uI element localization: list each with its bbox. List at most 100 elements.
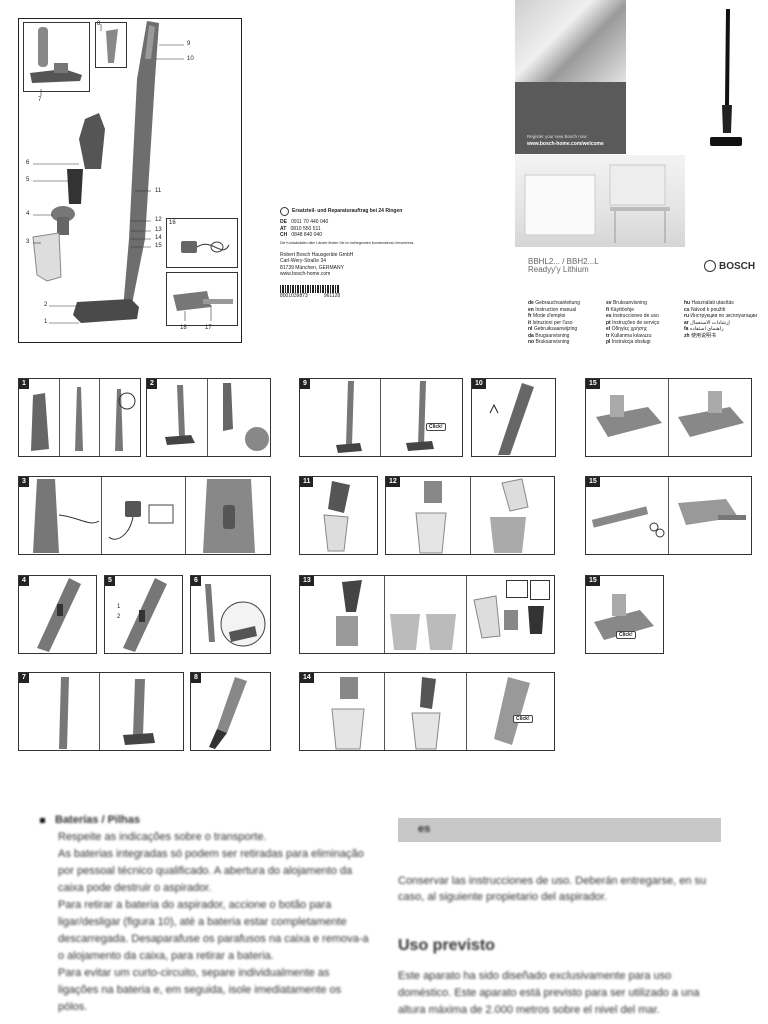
barcode-number: 8001039873 [280, 292, 308, 299]
language-bar-code: es [418, 823, 431, 835]
paragraph-1: Respeite as indicações sobre o transport… [58, 831, 267, 843]
step-panel-6: 6 [190, 575, 271, 654]
country-code: AT [280, 225, 287, 232]
click-badge: Click! [426, 423, 446, 431]
step-15c-figure [594, 594, 654, 640]
service-note: Die Kontaktdaten aller Länder finden Sie… [280, 240, 415, 245]
step-number: 15 [586, 477, 600, 487]
register-url[interactable]: www.bosch-home.com/welcome [527, 141, 604, 147]
bullet-title: Baterías / Pilhas [55, 814, 140, 826]
click-badge: Click! [616, 631, 636, 639]
step-panel-12: 12 [385, 476, 555, 555]
brand-name: BOSCH [719, 260, 756, 272]
paragraph-2: As baterias integradas só podem ser reti… [58, 848, 364, 894]
lang-fa: fa راهنمای استفاده [684, 326, 724, 332]
step-panel-15a: 15 [585, 378, 752, 457]
bullet-icon [40, 818, 45, 823]
step-10-figure [489, 383, 534, 455]
step-panel-13: 13 [299, 575, 555, 654]
section-heading: Uso previsto [398, 937, 495, 954]
lang-fr: fr Mode d'emploi [528, 313, 566, 319]
section-body: Este aparato ha sido diseñado exclusivam… [398, 970, 700, 1016]
step-1-figure [31, 387, 136, 451]
cover-kitchen-photo [515, 155, 685, 247]
step-number: 5 [105, 576, 115, 586]
callout-4: 4 [26, 211, 30, 217]
step-panel-8: 8 [190, 672, 271, 751]
callout-11: 11 [155, 188, 162, 194]
service-info-block: Ersatzteil- und Reparaturauftrag bei 24 … [280, 207, 470, 299]
step-8-figure [209, 677, 247, 749]
company-city: 81739 München, GERMANY [280, 264, 344, 271]
callout-17: 17 [205, 325, 212, 331]
lang-ar: ar إرشادات الاستعمال [684, 319, 730, 326]
service-line-ch: CH 0848 840 040 [280, 232, 470, 239]
lang-pl: pl Instrukcja obsługi [606, 339, 651, 345]
company-address: Robert Bosch Hausgeräte GmbH Carl-Wery-S… [280, 252, 470, 278]
step-14-figure [331, 677, 530, 750]
callout-18: 18 [180, 325, 187, 331]
service-line-de: DE 0911 70 440 040 [280, 219, 470, 226]
inset-box-8 [95, 22, 127, 68]
lang-it: it Istruzioni per l'uso [528, 319, 573, 326]
lang-fi: fi Käyttöohje [606, 306, 635, 313]
step-number: 15 [586, 576, 600, 586]
service-title: Ersatzteil- und Reparaturauftrag bei 24 … [292, 208, 403, 215]
click-badge: Click! [513, 715, 533, 723]
lang-zh: zh 使用说明书 [684, 332, 716, 339]
step-15b-figure [591, 499, 746, 538]
charger-figure [181, 241, 230, 253]
base-station-figure [30, 27, 82, 83]
callout-8: 8 [97, 21, 101, 27]
step-panel-3: 3 [18, 476, 271, 555]
step-number: 8 [191, 673, 201, 683]
step-number: 12 [386, 477, 400, 487]
country-code: CH [280, 232, 288, 238]
company-street: Carl-Wery-Straße 34 [280, 258, 327, 264]
callout-7: 7 [38, 97, 42, 103]
step-6-figure [205, 584, 266, 647]
language-col-2: sv Bruksanvisning fi Käyttöohje es Instr… [606, 300, 678, 346]
language-col-1: de Gebrauchsanleitung en Instruction man… [528, 300, 598, 346]
brush-roller-figure [173, 291, 233, 321]
country-code: DE [280, 219, 287, 225]
step-number: 4 [19, 576, 29, 586]
callout-13: 13 [155, 227, 162, 233]
callout-6: 6 [26, 160, 30, 166]
step-number: 7 [19, 673, 29, 683]
step-panel-7: 7 [18, 672, 184, 751]
step-5-label-1: 1 [117, 604, 121, 610]
step-number: 14 [300, 673, 314, 683]
lang-de: de Gebrauchsanleitung [528, 300, 580, 306]
vacuum-product-photo [710, 9, 742, 146]
service-line-at: AT 0810 550 511 [280, 226, 470, 233]
step-panel-4: 4 [18, 575, 97, 654]
callout-16: 16 [169, 220, 176, 226]
step-2-figure [165, 383, 269, 451]
step-12-figure [415, 478, 529, 554]
bosch-logo: BOSCH [704, 260, 755, 272]
step-panel-9: 9 Click! [299, 378, 463, 457]
step-4-figure [37, 578, 81, 652]
phone-number: 0911 70 440 040 [291, 219, 329, 225]
step-panel-15b: 15 [585, 476, 752, 555]
callout-3: 3 [26, 239, 30, 245]
callout-12: 12 [155, 217, 162, 223]
cover-register-panel: Register your new Bosch now: www.bosch-h… [515, 82, 626, 154]
step-9-figure [336, 381, 434, 453]
callout-10: 10 [187, 56, 194, 62]
step-number: 9 [300, 379, 310, 389]
lang-ru: ru Инструкция по эксплуатации [684, 313, 758, 319]
company-website: www.bosch-home.com [280, 271, 331, 277]
step-panel-15c: 15 Click! [585, 575, 664, 654]
lang-cs: cs Návod k použití [684, 306, 726, 313]
care-instructions-icon [530, 580, 550, 600]
callout-2: 2 [44, 302, 48, 308]
callout-14: 14 [155, 235, 162, 241]
lang-el: el Οδηγίες χρήσης [606, 326, 648, 332]
company-name: Robert Bosch Hausgeräte GmbH [280, 251, 354, 258]
language-col-3: hu Használati utasítás cs Návod k použit… [684, 300, 764, 339]
step-number: 13 [300, 576, 314, 586]
wrench-icon [280, 207, 289, 216]
dishwasher-prohibited-icon [506, 580, 528, 598]
